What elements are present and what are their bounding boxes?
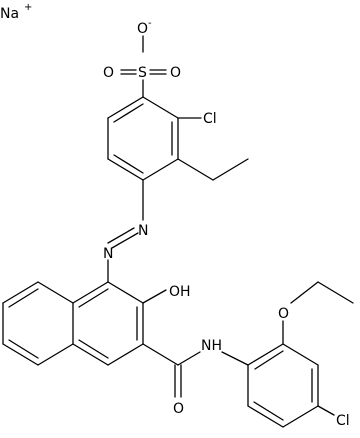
sodium-ion-label: Na [0, 6, 19, 22]
azo-n2-label: N [103, 246, 113, 262]
hydroxyl-label: OH [169, 284, 191, 300]
amide-oxygen-label: O [173, 401, 184, 417]
sodium-charge-label: + [24, 2, 32, 13]
azo-n1-label: N [138, 223, 148, 239]
sulfonate-oxygen-charge-label: - [148, 18, 152, 29]
sulfonate-oxygen-right-label: O [170, 65, 181, 81]
sulfur-label: S [138, 65, 147, 81]
amide-nitrogen-label: NH [201, 338, 222, 354]
bond-lines [2, 35, 354, 428]
sulfonate-oxygen-charged-label: O [137, 21, 148, 37]
sulfonate-oxygen-left-label: O [103, 65, 114, 81]
ethoxy-oxygen-label: O [278, 306, 289, 322]
chloro-top-label: Cl [203, 111, 217, 127]
chloro-bottom-label: Cl [336, 413, 350, 429]
atom-labels: Na + O - O S O Cl N N OH NH O O Cl [0, 2, 350, 429]
